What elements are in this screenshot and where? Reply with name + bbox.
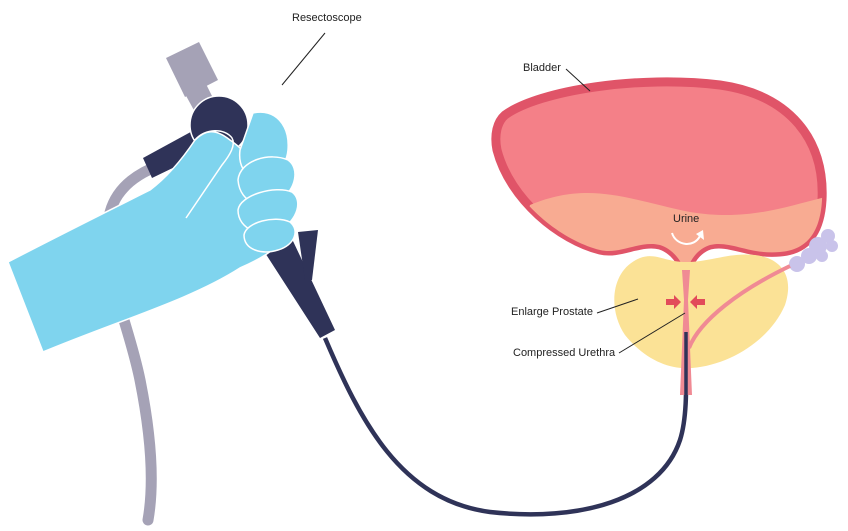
compression-arrows [666, 295, 705, 309]
resectoscope-label: Resectoscope [292, 12, 362, 24]
enlarged-prostate-label: Enlarge Prostate [511, 306, 593, 318]
urine-flow-arrow [671, 232, 701, 245]
ejaculatory-duct [687, 264, 791, 349]
urine [500, 193, 823, 272]
seminal-vesicle [789, 229, 838, 272]
leader-lines [281, 32, 686, 354]
urine-label: Urine [673, 213, 700, 225]
bladder-label: Bladder [523, 62, 561, 74]
prostate [614, 254, 789, 369]
gloved-hand [7, 111, 299, 353]
compressed-urethra-label: Compressed Urethra [513, 347, 616, 359]
scope-cable [322, 331, 689, 517]
